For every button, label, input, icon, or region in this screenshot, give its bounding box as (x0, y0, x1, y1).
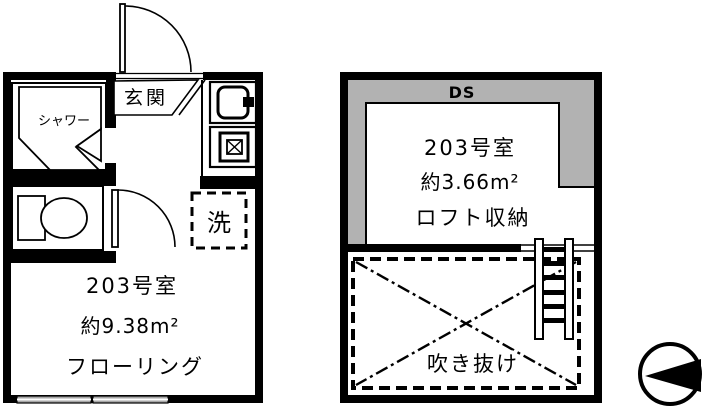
left-floor-type-label: フローリング (66, 355, 204, 379)
duct-space: DS (348, 80, 594, 244)
washing-machine-space: 洗 (190, 191, 248, 250)
toilet-room (11, 185, 104, 251)
entrance-threshold (113, 72, 203, 80)
duct-space-label: DS (449, 83, 476, 102)
room-door-leaf (111, 189, 119, 248)
left-room-area-label: 約9.38m² (80, 314, 179, 338)
counter-wall (200, 176, 263, 189)
toilet-bowl (40, 197, 88, 239)
entrance-door (119, 3, 192, 73)
compass-icon (638, 342, 702, 406)
entrance-door-swing-arc (124, 5, 192, 73)
right-outer-walls (340, 72, 602, 403)
entrance-door-leaf (119, 3, 126, 73)
genkan-step: 玄関 (113, 79, 206, 116)
shower-stall (18, 86, 102, 171)
right-unit-plan: DS 203号室 約3.66m² ロフト収納 (340, 72, 602, 403)
fixture-water-heater (208, 80, 258, 125)
ladder-rail-right (564, 238, 574, 340)
shower-room: シャワー (11, 82, 107, 171)
compass-north-arrow (645, 359, 701, 392)
loft-ladder (534, 238, 574, 340)
right-room-area-label: 約3.66m² (420, 170, 519, 194)
room-door (111, 189, 176, 248)
fixture-stove (208, 125, 258, 169)
right-room-number-label: 203号室 (424, 136, 516, 160)
ladder-rail-left (534, 238, 544, 340)
laundry-label: 洗 (207, 209, 231, 237)
stove-burner (226, 139, 243, 155)
window-bottom (16, 395, 169, 404)
left-interior-walls (3, 72, 263, 263)
shower-room-outline (11, 82, 107, 171)
entrance-label: 玄関 (124, 87, 168, 109)
ladder-rungs (543, 247, 565, 323)
left-unit-plan: 玄関 シャワー (3, 3, 263, 404)
void-label: 吹き抜け (427, 352, 519, 376)
shower-label: シャワー (38, 114, 90, 129)
left-room-number-label: 203号室 (86, 274, 178, 298)
room-door-swing-arc (117, 189, 176, 248)
water-heater-tap (243, 97, 254, 107)
void-outline (351, 257, 581, 390)
loft-storage-label: ロフト収納 (416, 206, 531, 230)
shower-door-swing-icon (75, 127, 102, 163)
step-edge-line (178, 79, 206, 116)
toilet-room-outline (11, 185, 104, 251)
loft-room-outline (365, 102, 594, 244)
loft-middle-wall (348, 244, 521, 252)
